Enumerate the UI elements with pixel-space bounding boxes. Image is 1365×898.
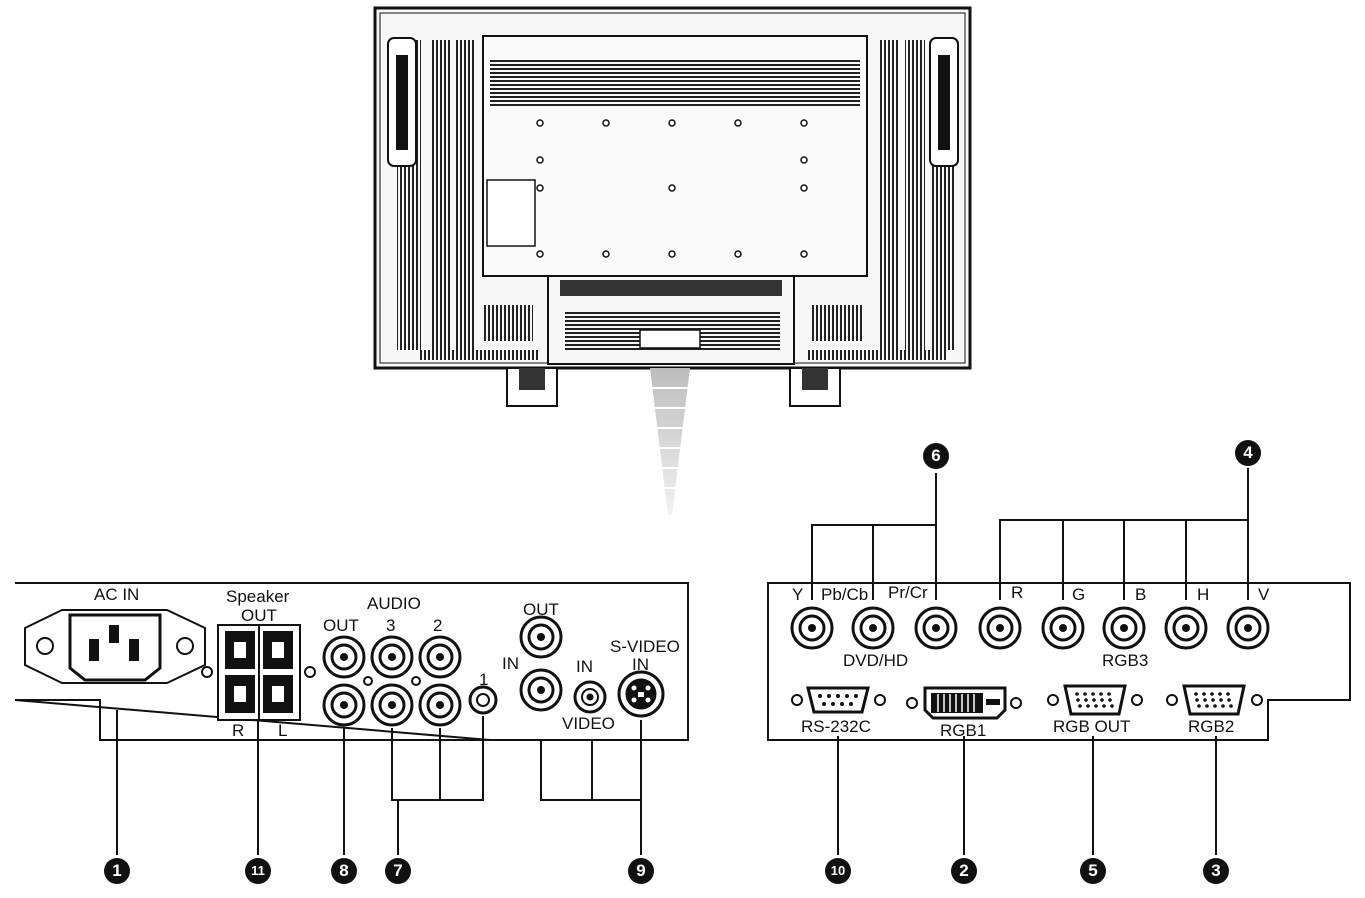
callout-7: 7 [385, 858, 411, 884]
speaker-terminals [201, 624, 316, 721]
label-dvdhd: DVD/HD [843, 651, 909, 670]
label-speaker-r: R [232, 721, 245, 740]
dsub-connectors [791, 684, 1263, 720]
label-video-out: OUT [523, 600, 559, 619]
label-rgb2: RGB2 [1188, 717, 1235, 736]
label-g: G [1072, 585, 1086, 604]
callout-1: 1 [104, 858, 130, 884]
callout-10: 10 [825, 858, 851, 884]
callout-8: 8 [331, 858, 357, 884]
label-rgb3: RGB3 [1102, 651, 1149, 670]
label-svideo: S-VIDEO [610, 637, 680, 656]
label-audio-2: 2 [433, 616, 443, 635]
label-ac-in: AC IN [94, 585, 140, 604]
label-video-in2: IN [576, 657, 593, 676]
label-speaker-out: OUT [241, 606, 277, 625]
label-prcr: Pr/Cr [888, 583, 928, 602]
label-video-in: IN [502, 654, 519, 673]
left-leader-lines [116, 710, 642, 855]
label-v: V [1258, 585, 1270, 604]
callout-6: 6 [923, 443, 949, 469]
label-rgb1: RGB1 [940, 721, 987, 740]
callout-5: 5 [1080, 858, 1106, 884]
component-rgb3-jacks [790, 606, 1270, 650]
label-svideo-in: IN [632, 655, 649, 674]
label-audio-out: OUT [323, 616, 359, 635]
label-pbcb: Pb/Cb [821, 585, 869, 604]
label-b: B [1135, 585, 1147, 604]
zoom-beam [648, 368, 692, 515]
rca-jacks-left [322, 615, 665, 727]
label-video: VIDEO [562, 714, 615, 733]
callout-4: 4 [1235, 440, 1261, 466]
label-speaker: Speaker [226, 587, 290, 606]
right-leader-lines [811, 468, 1249, 855]
label-r: R [1011, 583, 1024, 602]
monitor-rear-view [373, 6, 972, 407]
label-audio: AUDIO [367, 594, 421, 613]
ac-inlet [24, 609, 206, 684]
label-y: Y [792, 585, 804, 604]
label-audio-3: 3 [386, 616, 396, 635]
label-speaker-l: L [278, 721, 288, 740]
label-h: H [1197, 585, 1210, 604]
callout-2: 2 [951, 858, 977, 884]
label-rgbout: RGB OUT [1053, 717, 1131, 736]
callout-3: 3 [1203, 858, 1229, 884]
callout-11: 11 [245, 858, 271, 884]
label-rs232c: RS-232C [801, 717, 871, 736]
callout-9: 9 [628, 858, 654, 884]
label-audio-1: 1 [479, 670, 489, 689]
